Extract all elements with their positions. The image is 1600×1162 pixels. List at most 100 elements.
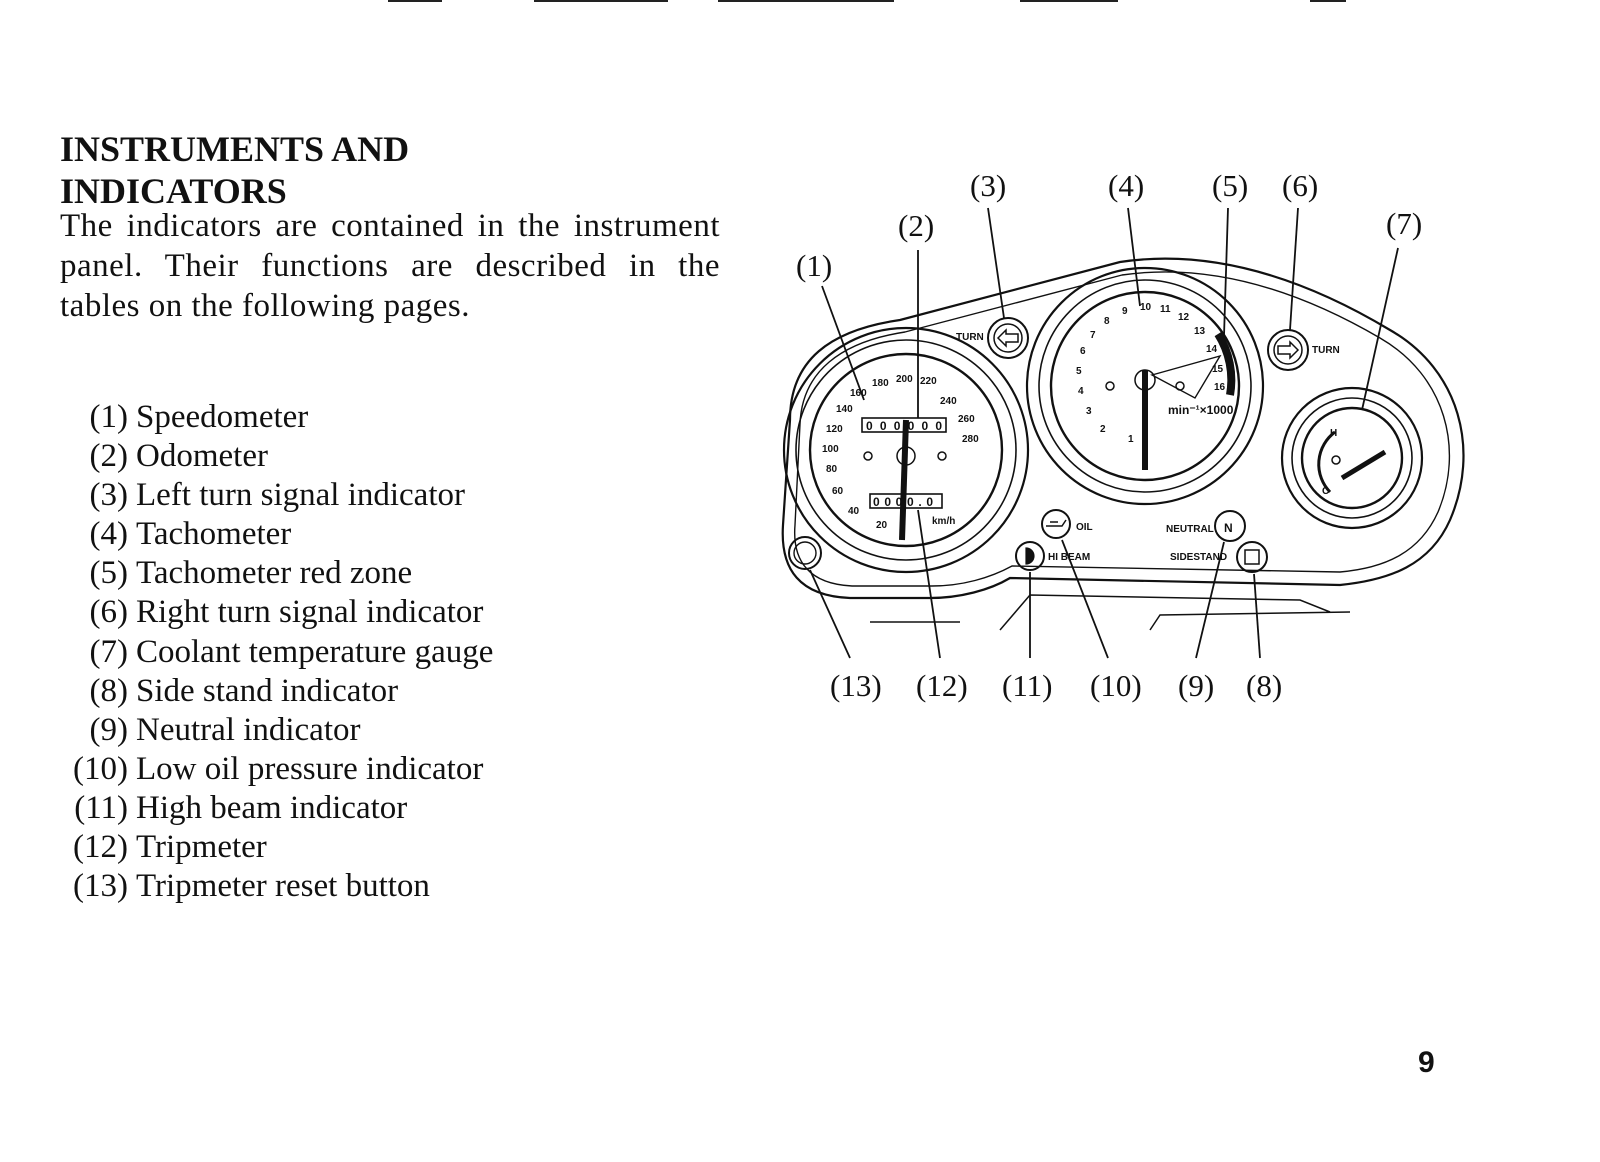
tachometer-tick-label: 12 (1178, 312, 1190, 323)
speedometer-tick-label: 80 (826, 464, 838, 475)
top-rule (718, 0, 894, 2)
speedometer-needle (863, 419, 947, 541)
callout-4: (4) (1108, 168, 1144, 203)
tachometer (1025, 266, 1265, 506)
legend-item: (11)High beam indicator (60, 789, 493, 828)
page-number: 9 (1418, 1046, 1435, 1079)
callout-12: (12) (916, 668, 968, 703)
neutral-symbol: N (1224, 521, 1233, 535)
top-rule (1020, 0, 1118, 2)
tachometer-tick-labels: 1 2 3 4 5 6 7 8 9 10 11 12 13 14 15 16 (1076, 302, 1226, 445)
legend-number: (1) (89, 399, 128, 435)
legend-label: Tripmeter reset button (136, 868, 430, 905)
neutral-label: NEUTRAL (1166, 524, 1214, 535)
legend-label: Tachometer red zone (136, 555, 413, 592)
tachometer-tick-label: 3 (1086, 406, 1092, 417)
speedometer (782, 326, 1030, 574)
legend-item: (3)Left turn signal indicator (60, 476, 493, 515)
tachometer-tick-label: 2 (1100, 424, 1106, 435)
coolant-hot-mark: H (1330, 428, 1337, 439)
legend-label: Coolant temperature gauge (136, 633, 494, 670)
neutral-indicator (1214, 510, 1246, 542)
top-rule (1310, 0, 1346, 2)
tachometer-tick-label: 7 (1090, 330, 1096, 341)
tachometer-red-zone (1214, 331, 1236, 396)
legend-number: (6) (89, 594, 128, 631)
oil-label: OIL (1076, 522, 1093, 533)
legend-number: (4) (89, 516, 128, 553)
callout-2: (2) (898, 208, 934, 243)
tachometer-tick-label: 1 (1128, 434, 1134, 445)
callout-3: (3) (970, 168, 1006, 203)
legend-number: (2) (89, 438, 128, 475)
tachometer-tick-label: 6 (1080, 346, 1086, 357)
speedometer-tick-label: 20 (876, 520, 888, 531)
speedometer-tick-label: 120 (826, 424, 843, 435)
legend-label: Tripmeter (136, 829, 267, 866)
legend-item: (10)Low oil pressure indicator (60, 750, 493, 789)
tachometer-tick-label: 4 (1078, 386, 1084, 397)
legend-number: (7) (89, 633, 128, 670)
tachometer-tick-label: 10 (1140, 302, 1152, 313)
callout-11: (11) (1002, 668, 1053, 703)
legend-item: (12)Tripmeter (60, 828, 493, 867)
callout-9: (9) (1178, 668, 1214, 703)
speedometer-tick-label: 140 (836, 404, 853, 415)
legend-list: (1)Speedometer (2)Odometer (3)Left turn … (60, 398, 493, 906)
intro-paragraph: The indicators are contained in the inst… (60, 208, 720, 324)
legend-number: (9) (89, 711, 128, 748)
callout-1: (1) (796, 248, 832, 283)
tachometer-tick-label: 11 (1160, 304, 1171, 315)
legend-number: (3) (89, 477, 128, 514)
tachometer-tick-label: 5 (1076, 366, 1082, 377)
speedometer-tick-label: 240 (940, 396, 957, 407)
callout-8: (8) (1246, 668, 1282, 703)
legend-label: Side stand indicator (136, 672, 399, 709)
callout-10: (10) (1090, 668, 1142, 703)
tachometer-tick-label: 8 (1104, 316, 1110, 327)
right-turn-indicator (1267, 329, 1309, 371)
tripmeter-reset-button (788, 536, 822, 570)
speedometer-tick-label: 100 (822, 444, 839, 455)
speedometer-tick-label: 40 (848, 506, 860, 517)
left-turn-indicator (987, 317, 1029, 359)
callout-6: (6) (1282, 168, 1318, 203)
legend-item: (9)Neutral indicator (60, 711, 493, 750)
section-title: INSTRUMENTS AND INDICATORS (60, 129, 410, 211)
left-turn-label: TURN (956, 332, 984, 343)
callout-5: (5) (1212, 168, 1248, 203)
legend-item: (7)Coolant temperature gauge (60, 633, 494, 672)
tachometer-unit-label: min⁻¹×1000 (1168, 403, 1234, 417)
speedometer-tick-label: 280 (962, 434, 979, 445)
legend-label: Odometer (136, 438, 268, 475)
legend-label: Left turn signal indicator (136, 477, 465, 514)
speedometer-tick-label: 60 (832, 486, 844, 497)
legend-label: High beam indicator (136, 789, 408, 826)
legend-number: (13) (73, 868, 128, 905)
callout-7: (7) (1386, 206, 1422, 241)
legend-item: (2)Odometer (60, 437, 493, 476)
legend-item: (1)Speedometer (60, 398, 493, 437)
panel-housing (781, 257, 1465, 600)
speedometer-tick-label: 200 (896, 374, 913, 385)
right-turn-label: TURN (1312, 345, 1340, 356)
panel-lower-trim (870, 594, 1351, 631)
legend-number: (10) (73, 750, 128, 787)
speedometer-tick-label: 220 (920, 376, 937, 387)
speedometer-tick-label: 160 (850, 388, 867, 399)
top-rule (388, 0, 442, 2)
legend-label: Speedometer (136, 399, 309, 435)
side-stand-indicator (1236, 541, 1268, 573)
speedometer-unit-label: km/h (932, 516, 955, 527)
legend-item: (8)Side stand indicator (60, 672, 493, 711)
panel-housing-inner (794, 271, 1451, 587)
coolant-temperature-gauge (1280, 386, 1424, 530)
legend-label: Right turn signal indicator (136, 594, 484, 631)
tachometer-tick-label: 16 (1214, 382, 1226, 393)
legend-label: Tachometer (136, 516, 292, 553)
side-stand-label: SIDESTAND (1170, 552, 1227, 563)
legend-number: (11) (74, 789, 128, 826)
high-beam-indicator (1015, 541, 1045, 571)
legend-number: (12) (73, 829, 128, 866)
legend-item: (13)Tripmeter reset button (60, 867, 493, 906)
